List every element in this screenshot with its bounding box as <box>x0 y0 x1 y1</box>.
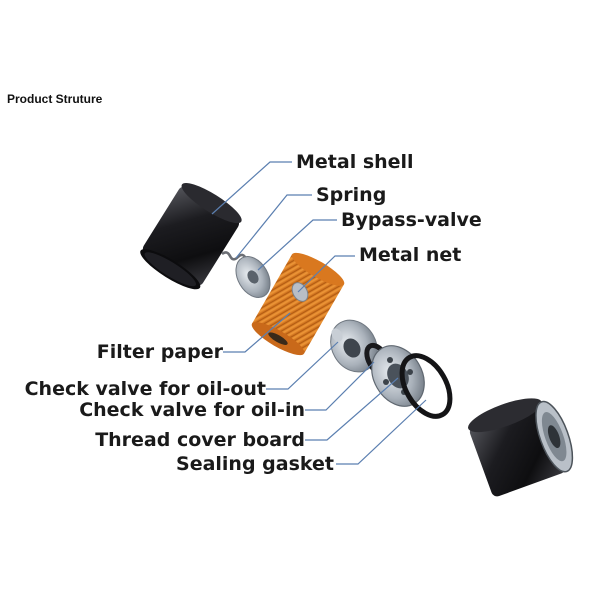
label-spring: Spring <box>316 184 386 206</box>
metal-shell-part <box>136 177 246 296</box>
label-check-valve-oil-out: Check valve for oil-out <box>25 378 266 400</box>
label-check-valve-oil-in: Check valve for oil-in <box>79 399 305 421</box>
label-bypass-valve: Bypass-valve <box>341 209 482 231</box>
label-metal-shell: Metal shell <box>296 151 414 173</box>
label-metal-net: Metal net <box>359 244 461 266</box>
assembled-filter-part <box>464 387 580 498</box>
label-filter-paper: Filter paper <box>97 341 224 363</box>
label-thread-cover-board: Thread cover board <box>95 429 305 451</box>
label-sealing-gasket: Sealing gasket <box>176 453 334 475</box>
